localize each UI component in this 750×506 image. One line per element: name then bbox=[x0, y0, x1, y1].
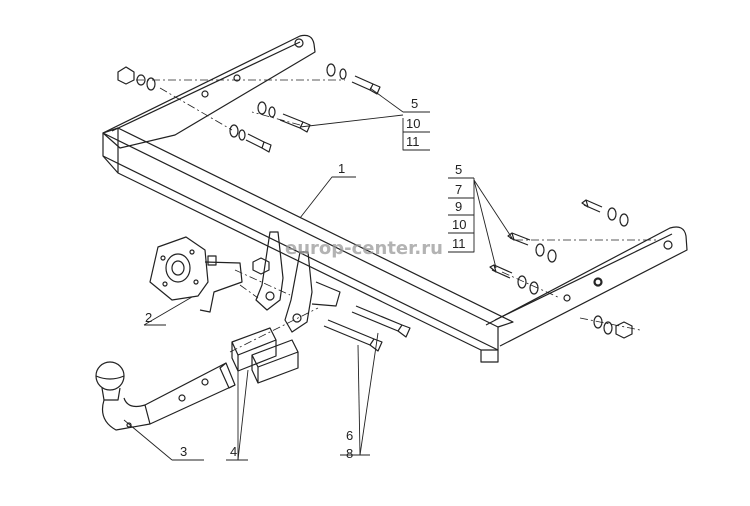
hitch-brackets bbox=[255, 231, 341, 333]
callout-right-9: 9 bbox=[455, 199, 462, 214]
left-mounting-bracket bbox=[102, 34, 316, 149]
right-mounting-bracket bbox=[485, 226, 688, 347]
callout-right-11: 11 bbox=[452, 236, 466, 251]
bottom-bolts bbox=[323, 305, 411, 352]
callout-1: 1 bbox=[338, 161, 345, 176]
assembly-guides bbox=[136, 79, 660, 353]
tow-ball bbox=[95, 361, 236, 431]
left-bolt-set bbox=[117, 63, 381, 153]
callout-right-10: 10 bbox=[452, 217, 466, 232]
callout-right-5: 5 bbox=[455, 162, 462, 177]
callout-6: 6 bbox=[346, 428, 353, 443]
callout-8: 8 bbox=[346, 446, 353, 461]
callout-right-7: 7 bbox=[455, 182, 462, 197]
callout-left-11: 11 bbox=[406, 134, 420, 149]
callout-4: 4 bbox=[230, 444, 237, 459]
callout-3: 3 bbox=[180, 444, 187, 459]
spacer-plates bbox=[231, 327, 299, 384]
callout-left-10: 10 bbox=[406, 116, 420, 131]
right-bolt-set bbox=[252, 199, 633, 339]
callout-left-5: 5 bbox=[411, 96, 418, 111]
callout-2: 2 bbox=[145, 310, 152, 325]
watermark: europ-center.ru bbox=[285, 238, 443, 259]
main-beam bbox=[102, 127, 514, 363]
socket-bracket bbox=[149, 236, 243, 313]
leader-lines bbox=[123, 87, 513, 461]
